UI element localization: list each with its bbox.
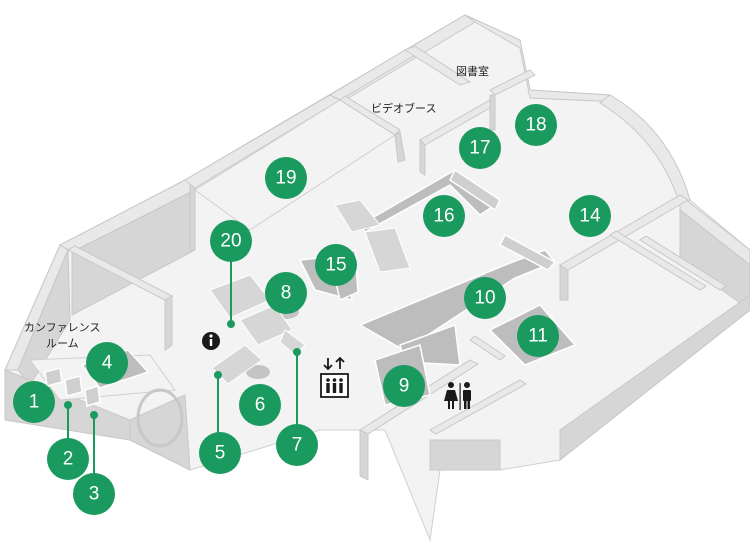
stairs-upper [334,199,411,273]
svg-text:2: 2 [63,449,74,470]
marker-7[interactable]: 7 [276,424,318,466]
svg-text:6: 6 [255,395,266,416]
stairs-lower [209,274,306,385]
svg-text:4: 4 [102,353,113,374]
marker-1[interactable]: 1 [13,381,55,423]
label-conference-room-line1: カンファレンス [24,321,100,334]
marker-14[interactable]: 14 [569,195,611,237]
label-video-booth: ビデオブース [371,101,436,115]
mound-small [246,365,270,379]
marker-20[interactable]: 20 [210,220,252,262]
svg-text:1: 1 [29,392,40,413]
svg-text:8: 8 [281,283,292,304]
marker-10[interactable]: 10 [464,277,506,319]
label-library: 図書室 [456,64,489,78]
marker-18[interactable]: 18 [515,104,557,146]
info-icon[interactable] [202,332,220,350]
marker-19[interactable]: 19 [265,157,307,199]
svg-text:5: 5 [215,443,226,464]
svg-text:7: 7 [292,435,303,456]
svg-text:17: 17 [469,138,490,159]
svg-text:9: 9 [399,376,410,397]
room-labels: カンファレンス ルーム ビデオブース 図書室 [24,64,489,350]
svg-text:10: 10 [474,288,495,309]
svg-text:14: 14 [579,206,601,227]
svg-text:19: 19 [275,168,296,189]
marker-17[interactable]: 17 [459,127,501,169]
revolving-door [136,388,184,448]
marker-8[interactable]: 8 [265,272,307,314]
svg-text:18: 18 [525,115,546,136]
marker-3[interactable]: 3 [73,473,115,515]
restroom-icon[interactable] [444,382,471,410]
label-conference-room-line2: ルーム [46,337,79,350]
marker-9[interactable]: 9 [383,365,425,407]
svg-text:11: 11 [528,326,548,347]
svg-text:15: 15 [325,255,346,276]
marker-11[interactable]: 11 [517,315,559,357]
svg-text:3: 3 [89,484,100,505]
svg-text:16: 16 [433,206,454,227]
marker-2[interactable]: 2 [47,438,89,480]
marker-16[interactable]: 16 [423,195,465,237]
markers: 1 2 3 4 5 6 7 8 9 10 11 14 15 16 17 18 1… [13,104,611,515]
elevator-icon[interactable] [320,356,349,398]
marker-6[interactable]: 6 [239,384,281,426]
leader-lines [64,260,301,475]
marker-4[interactable]: 4 [86,342,128,384]
svg-text:20: 20 [220,231,241,252]
marker-15[interactable]: 15 [315,244,357,286]
marker-5[interactable]: 5 [199,432,241,474]
